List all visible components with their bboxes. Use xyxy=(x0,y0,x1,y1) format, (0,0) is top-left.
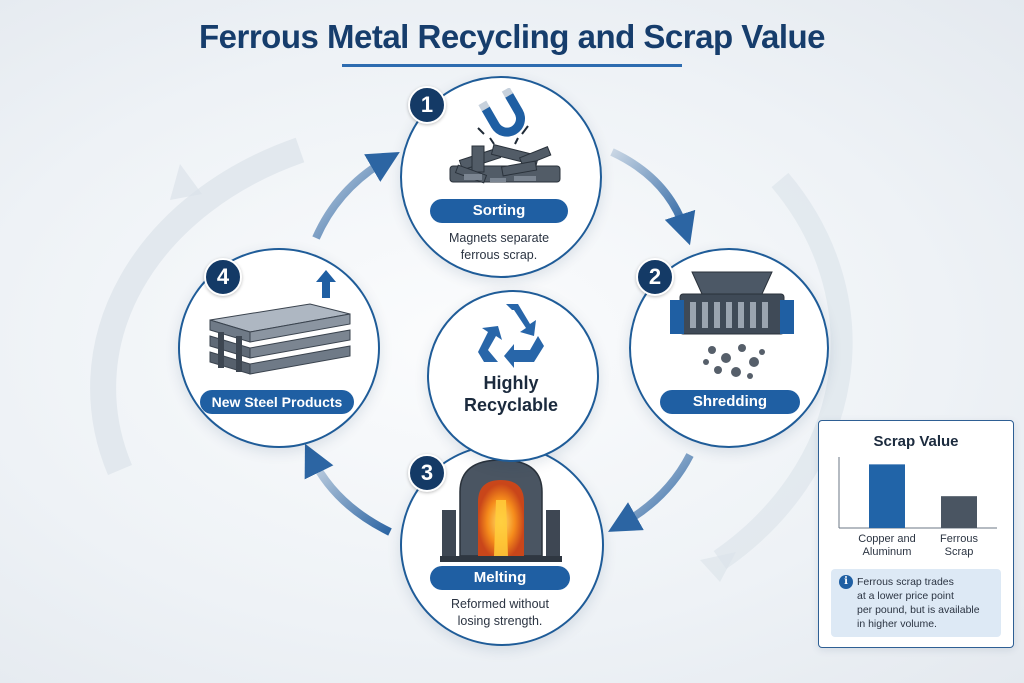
shredder-icon xyxy=(670,271,794,379)
scrap-value-note-text: Ferrous scrap trades at a lower price po… xyxy=(857,576,980,630)
step-label-new-steel-products: New Steel Products xyxy=(200,390,354,414)
arrow-sorting-to-shredding xyxy=(610,148,696,246)
page-title: Ferrous Metal Recycling and Scrap Value xyxy=(198,18,826,55)
info-icon: i xyxy=(839,575,853,589)
scrap-value-note: i Ferrous scrap trades at a lower price … xyxy=(831,569,1001,637)
step-number-badge-2: 2 xyxy=(636,258,674,296)
step-number-badge-3: 3 xyxy=(408,454,446,492)
step-description-sorting: Magnets separate ferrous scrap. xyxy=(448,231,550,262)
step-number-badge-4: 4 xyxy=(204,258,242,296)
arrow-new-steel-to-sorting xyxy=(312,151,400,240)
category-label-copper-aluminum: Copper and Aluminum xyxy=(858,533,916,558)
scrap-value-title: Scrap Value xyxy=(873,433,959,450)
arrow-melting-to-new-steel xyxy=(304,443,392,536)
step-description-melting: Reformed without losing strength. xyxy=(451,597,549,628)
scrap-value-panel: Scrap Value Copper and Aluminum Ferrous … xyxy=(818,420,1014,648)
magnet-icon xyxy=(449,88,561,184)
bar-copper-and-aluminum xyxy=(869,464,905,528)
arrow-shredding-to-melting xyxy=(608,453,694,532)
step-label-melting: Melting xyxy=(430,566,570,590)
recycle-icon xyxy=(478,304,544,368)
furnace-icon xyxy=(440,459,562,562)
bar-ferrous-scrap xyxy=(941,496,977,528)
title-underline xyxy=(342,64,682,67)
scrap-value-chart xyxy=(838,457,997,529)
step-number-badge-1: 1 xyxy=(408,86,446,124)
category-label-ferrous-scrap: Ferrous Scrap xyxy=(940,533,978,558)
center-recyclable-circle xyxy=(427,290,599,462)
step-label-sorting: Sorting xyxy=(430,199,568,223)
step-label-shredding: Shredding xyxy=(660,390,800,414)
steel-beams-icon xyxy=(209,270,351,375)
center-label: Highly Recyclable xyxy=(463,373,559,415)
